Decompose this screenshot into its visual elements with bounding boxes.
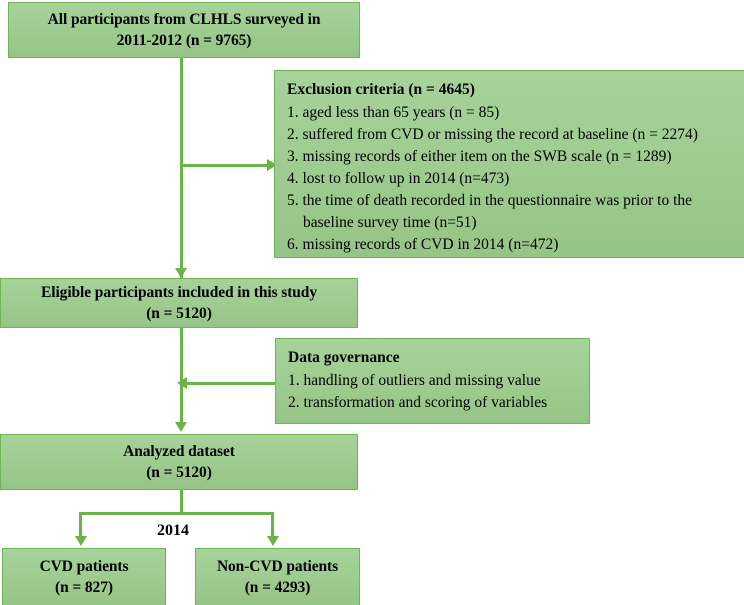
node-non-cvd-patients: Non-CVD patients (n = 4293) bbox=[195, 548, 360, 605]
node-all-participants-line1: All participants from CLHLS surveyed in bbox=[47, 10, 321, 28]
governance-item-2: 2. transformation and scoring of variabl… bbox=[288, 394, 548, 411]
node-exclusion-criteria: Exclusion criteria (n = 4645) 1. aged le… bbox=[274, 70, 744, 258]
exclusion-item-5: 5. the time of death recorded in the que… bbox=[287, 192, 693, 209]
node-all-participants: All participants from CLHLS surveyed in … bbox=[8, 2, 360, 58]
exclusion-item-6: 6. missing records of CVD in 2014 (n=472… bbox=[287, 236, 559, 253]
connector-split-bar bbox=[79, 512, 274, 515]
exclusion-item-2: 2. suffered from CVD or missing the reco… bbox=[287, 126, 698, 143]
governance-item-1: 1. handling of outliers and missing valu… bbox=[288, 372, 541, 389]
connector-governance-to-trunk bbox=[185, 382, 277, 385]
node-cvd-patients: CVD patients (n = 827) bbox=[2, 548, 166, 605]
connector-split-left bbox=[79, 512, 82, 538]
node-non-cvd-line2: (n = 4293) bbox=[244, 579, 311, 596]
node-analyzed-dataset: Analyzed dataset (n = 5120) bbox=[0, 434, 358, 490]
connector-split-right bbox=[271, 512, 274, 538]
node-eligible-line1: Eligible participants included in this s… bbox=[41, 283, 317, 301]
node-non-cvd-line1: Non-CVD patients bbox=[216, 557, 339, 575]
node-analyzed-line2: (n = 5120) bbox=[146, 464, 212, 481]
exclusion-item-5-cont: baseline survey time (n=51) bbox=[303, 214, 477, 231]
arrowhead-to-exclusion bbox=[267, 159, 277, 171]
connector-eligible-to-analyzed bbox=[180, 328, 183, 424]
node-analyzed-line1: Analyzed dataset bbox=[123, 442, 235, 460]
node-all-participants-line2: 2011-2012 (n = 9765) bbox=[116, 32, 252, 49]
arrowhead-to-non-cvd bbox=[267, 536, 279, 546]
exclusion-item-3: 3. missing records of either item on the… bbox=[287, 148, 672, 165]
exclusion-item-1: 1. aged less than 65 years (n = 85) bbox=[287, 104, 500, 121]
exclusion-item-4: 4. lost to follow up in 2014 (n=473) bbox=[287, 170, 510, 187]
exclusion-title: Exclusion criteria (n = 4645) bbox=[287, 81, 475, 98]
connector-all-to-eligible bbox=[180, 58, 183, 278]
arrowhead-eligible-to-analyzed bbox=[175, 422, 187, 432]
connector-eligible-to-exclusion bbox=[180, 164, 276, 167]
arrowhead-to-trunk bbox=[177, 377, 187, 389]
arrowhead-to-cvd bbox=[75, 536, 87, 546]
node-cvd-line1: CVD patients bbox=[39, 557, 129, 575]
split-year-label: 2014 bbox=[152, 522, 194, 540]
node-eligible-participants: Eligible participants included in this s… bbox=[0, 278, 358, 328]
node-cvd-line2: (n = 827) bbox=[55, 579, 113, 596]
arrowhead-all-to-eligible bbox=[175, 268, 187, 278]
node-data-governance: Data governance 1. handling of outliers … bbox=[275, 338, 590, 424]
connector-analyzed-down bbox=[180, 490, 183, 514]
governance-title: Data governance bbox=[288, 349, 400, 366]
node-eligible-line2: (n = 5120) bbox=[146, 305, 212, 322]
